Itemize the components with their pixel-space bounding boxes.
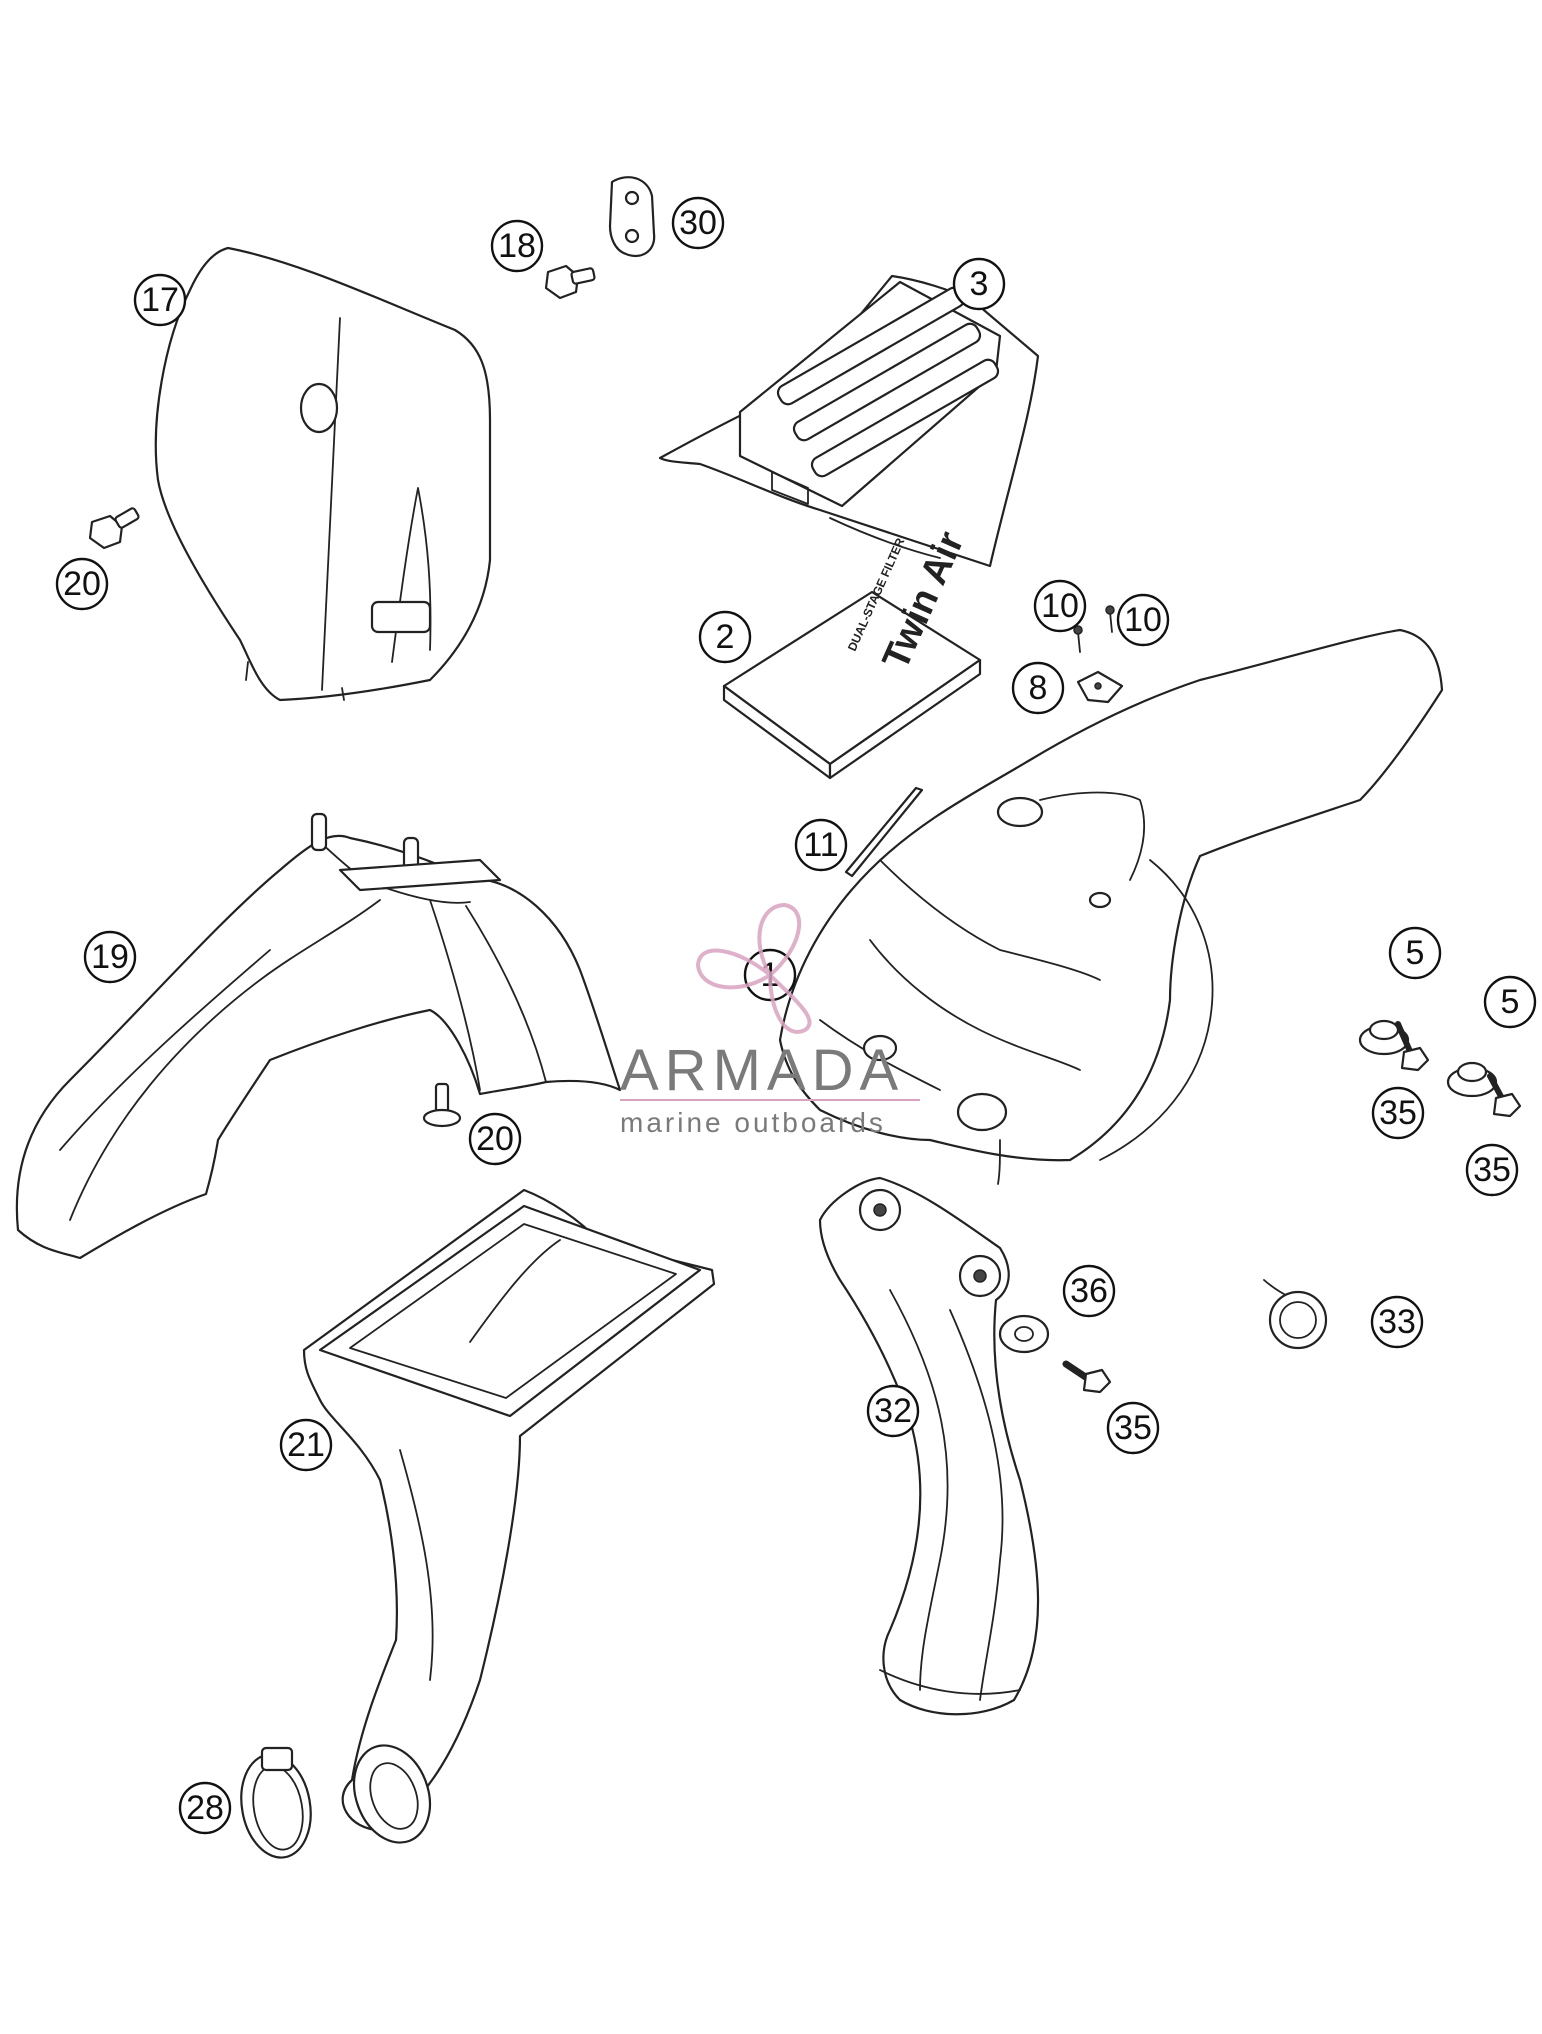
washer-36-part: [998, 1314, 1050, 1354]
bolt-20b-part: [422, 1082, 462, 1128]
bracket-30-part: [608, 176, 656, 258]
callout-33: 33: [1370, 1295, 1424, 1349]
callout-2-label: 2: [716, 618, 735, 656]
intake-boot-part: [302, 1188, 716, 1844]
callout-32: 32: [866, 1384, 920, 1438]
callout-17-label: 17: [141, 281, 179, 319]
callout-21-label: 21: [287, 1426, 325, 1464]
watermark-tagline: marine outboards: [620, 1107, 886, 1138]
number-plate-part: [154, 246, 492, 702]
callout-21: 21: [279, 1418, 333, 1472]
bolt-35a-part: [1395, 1021, 1430, 1072]
bolt-35c-part: [1062, 1360, 1112, 1394]
callout-5a: 5: [1388, 926, 1442, 980]
callout-20a: 20: [55, 557, 109, 611]
callout-3: 3: [952, 257, 1006, 311]
clip-8-part: [1076, 670, 1124, 704]
twin-air-filter-part: Twin Air DUAL-STAGE FILTER: [722, 525, 982, 780]
callout-10a-label: 10: [1041, 587, 1079, 625]
sticker-11-part: [844, 786, 924, 878]
cable-tie-part: [1263, 1279, 1328, 1350]
callout-36-label: 36: [1070, 1272, 1108, 1310]
filter-box-cover-part: [658, 274, 1040, 568]
callout-5b: 5: [1483, 975, 1537, 1029]
callout-10b-label: 10: [1124, 601, 1162, 639]
callout-11-label: 11: [803, 826, 838, 864]
callout-5a-label: 5: [1406, 934, 1425, 972]
callout-33-label: 33: [1378, 1303, 1416, 1341]
callout-28-label: 28: [186, 1789, 224, 1827]
callout-11: 11: [794, 818, 848, 872]
callout-35a-label: 35: [1379, 1094, 1417, 1132]
callout-20b: 20: [468, 1112, 522, 1166]
callout-3-label: 3: [970, 265, 989, 303]
callout-30: 30: [671, 196, 725, 250]
callout-8: 8: [1011, 661, 1065, 715]
callout-2: 2: [698, 610, 752, 664]
callout-10b: 10: [1116, 593, 1170, 647]
bolt-20a-part: [88, 507, 140, 550]
callout-35c: 35: [1106, 1401, 1160, 1455]
rear-fender-part: [778, 628, 1444, 1185]
callout-8-label: 8: [1029, 669, 1048, 707]
bolt-35b-part: [1487, 1073, 1522, 1118]
callout-18: 18: [490, 219, 544, 273]
callout-19: 19: [83, 930, 137, 984]
callout-5b-label: 5: [1501, 983, 1520, 1021]
front-fender-part: [15, 812, 622, 1260]
grommet-5b-part: [1446, 1061, 1498, 1098]
callout-19-label: 19: [91, 938, 129, 976]
bolt-18-part: [544, 264, 596, 300]
callout-18-label: 18: [498, 227, 536, 265]
callout-28: 28: [178, 1781, 232, 1835]
screws-10-part: [1073, 605, 1115, 653]
callout-10a: 10: [1033, 579, 1087, 633]
callout-20a-label: 20: [63, 565, 101, 603]
callout-35b: 35: [1465, 1143, 1519, 1197]
callout-30-label: 30: [679, 204, 717, 242]
hose-clamp-part: [240, 1746, 312, 1859]
watermark-name: ARMADA: [620, 1038, 904, 1103]
callout-32-label: 32: [874, 1392, 912, 1430]
armada-watermark: ARMADA marine outboards: [620, 902, 920, 1138]
callout-35b-label: 35: [1473, 1151, 1511, 1189]
callout-17: 17: [133, 273, 187, 327]
callout-20b-label: 20: [476, 1120, 514, 1158]
callout-35c-label: 35: [1114, 1409, 1152, 1447]
side-panel-part: [818, 1176, 1040, 1716]
callout-35a: 35: [1371, 1086, 1425, 1140]
propeller-logo-icon: [695, 902, 812, 1034]
callout-36: 36: [1062, 1264, 1116, 1318]
